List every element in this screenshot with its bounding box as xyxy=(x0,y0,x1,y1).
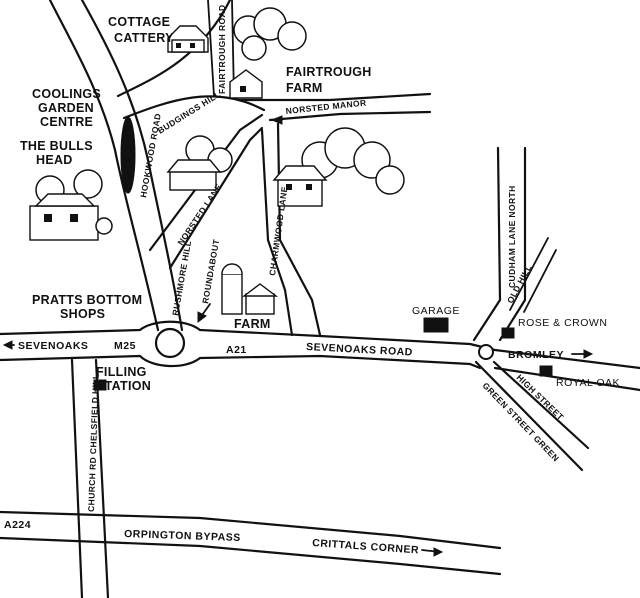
sevenoaks-arrow-icon xyxy=(2,340,13,350)
label-coolings-1: COOLINGS xyxy=(32,87,101,101)
pratts-bottom-roundabout xyxy=(154,327,186,359)
royal-oak-marker-icon xyxy=(539,365,553,377)
label-coolings-2: GARDEN xyxy=(38,101,94,115)
high-street-west-edge xyxy=(474,360,584,472)
fairtrough-trees-icon xyxy=(233,7,307,61)
filling-station-marker-icon xyxy=(93,379,107,391)
hookwood-road-east-edge xyxy=(80,0,184,332)
cottage-cattery-house-icon xyxy=(167,25,209,53)
norsted-lane-east-edge xyxy=(168,126,264,270)
label-bulls-head-1: THE BULLS xyxy=(20,139,93,153)
norsted-house-trees-icon xyxy=(166,135,233,191)
label-filling-station-2: STATION xyxy=(96,379,151,393)
church-rd-west-edge xyxy=(70,358,84,598)
norsted-manor-south-edge xyxy=(268,110,432,122)
norsted-manor-north-edge xyxy=(236,92,432,102)
charmwood-house-trees-icon xyxy=(272,127,405,207)
label-bromley: BROMLEY xyxy=(508,349,564,361)
label-cottage-cattery-1: COTTAGE xyxy=(108,15,170,29)
label-rushmore-hill: RUSHMORE HILL xyxy=(170,240,193,317)
budgings-hill-south-edge xyxy=(122,95,266,120)
label-fairtrough-road: FAIRTROUGH ROAD xyxy=(217,4,227,94)
label-norsted-lane: NORSTED LANE xyxy=(175,182,223,247)
label-cottage-cattery-2: CATTERY xyxy=(114,31,174,45)
label-filling-station-1: FILLING xyxy=(96,365,147,379)
budgings-hill-north-edge xyxy=(116,0,232,98)
label-cudham-lane-north: CUDHAM LANE NORTH xyxy=(507,185,517,288)
orpington-bypass-south-edge xyxy=(0,536,502,576)
old-hill-east-edge xyxy=(523,249,557,313)
a21-road-south-edge xyxy=(0,354,482,370)
label-charmwood-lane: CHARMWOOD LANE xyxy=(267,186,289,277)
label-farm: FARM xyxy=(234,317,271,331)
label-roundabout: ROUNDABOUT xyxy=(200,238,221,305)
bulls-head-pub-icon xyxy=(29,169,113,241)
charmwood-lane-west-edge xyxy=(260,128,294,337)
label-pratts-bottom-1: PRATTS BOTTOM xyxy=(32,293,142,307)
cudham-lane-north-east-edge xyxy=(498,146,527,342)
hookwood-road-west-edge xyxy=(48,0,160,332)
label-rose-and-crown: ROSE & CROWN xyxy=(518,317,607,329)
green-street-green-roundabout xyxy=(478,344,494,360)
label-m25: M25 xyxy=(114,340,136,352)
label-royal-oak: ROYAL OAK xyxy=(556,377,620,389)
label-bulls-head-2: HEAD xyxy=(36,153,73,167)
label-crittals-corner: CRITTALS CORNER xyxy=(312,537,420,556)
high-street-east-edge xyxy=(492,360,590,450)
fairtrough-farm-house-icon xyxy=(229,69,263,99)
label-orpington-bypass: ORPINGTON BYPASS xyxy=(124,528,241,544)
label-fairtrough-farm-2: FARM xyxy=(286,81,323,95)
farm-buildings-icon xyxy=(221,263,279,315)
cudham-lane-north-west-edge xyxy=(472,146,502,342)
label-church-rd-chelsfield-hill: CHURCH RD CHELSFIELD HILL xyxy=(86,373,101,512)
garage-marker-icon xyxy=(423,317,449,333)
norsted-manor-marker-icon xyxy=(270,115,283,125)
label-a224: A224 xyxy=(4,519,31,531)
church-rd-east-edge xyxy=(94,358,110,598)
rose-and-crown-marker-icon xyxy=(501,327,515,339)
norsted-lane-west-edge xyxy=(148,113,264,252)
fairtrough-road-west-edge xyxy=(207,0,215,97)
label-sevenoaks-road: SEVENOAKS ROAD xyxy=(306,341,413,359)
bromley-arrow-icon xyxy=(583,349,594,359)
label-hookwood-road: HOOKWOOD ROAD xyxy=(138,112,163,198)
pond-icon xyxy=(120,116,136,194)
label-pratts-bottom-2: SHOPS xyxy=(60,307,105,321)
a21-road-east-south-edge xyxy=(493,366,640,392)
label-budgings-hill: BUDGINGS HILL xyxy=(156,89,223,136)
old-hill-west-edge xyxy=(509,237,549,311)
label-sevenoaks: SEVENOAKS xyxy=(18,340,88,352)
roundabout-arrow-icon xyxy=(197,311,207,323)
label-green-street-green: GREEN STREET GREEN xyxy=(481,380,562,463)
label-a21: A21 xyxy=(226,344,247,356)
label-coolings-3: CENTRE xyxy=(40,115,93,129)
orpington-bypass-north-edge xyxy=(0,510,502,550)
label-garage: GARAGE xyxy=(412,305,460,317)
label-fairtrough-farm-1: FAIRTROUGH xyxy=(286,65,372,79)
crittals-arrow-icon xyxy=(433,547,444,557)
